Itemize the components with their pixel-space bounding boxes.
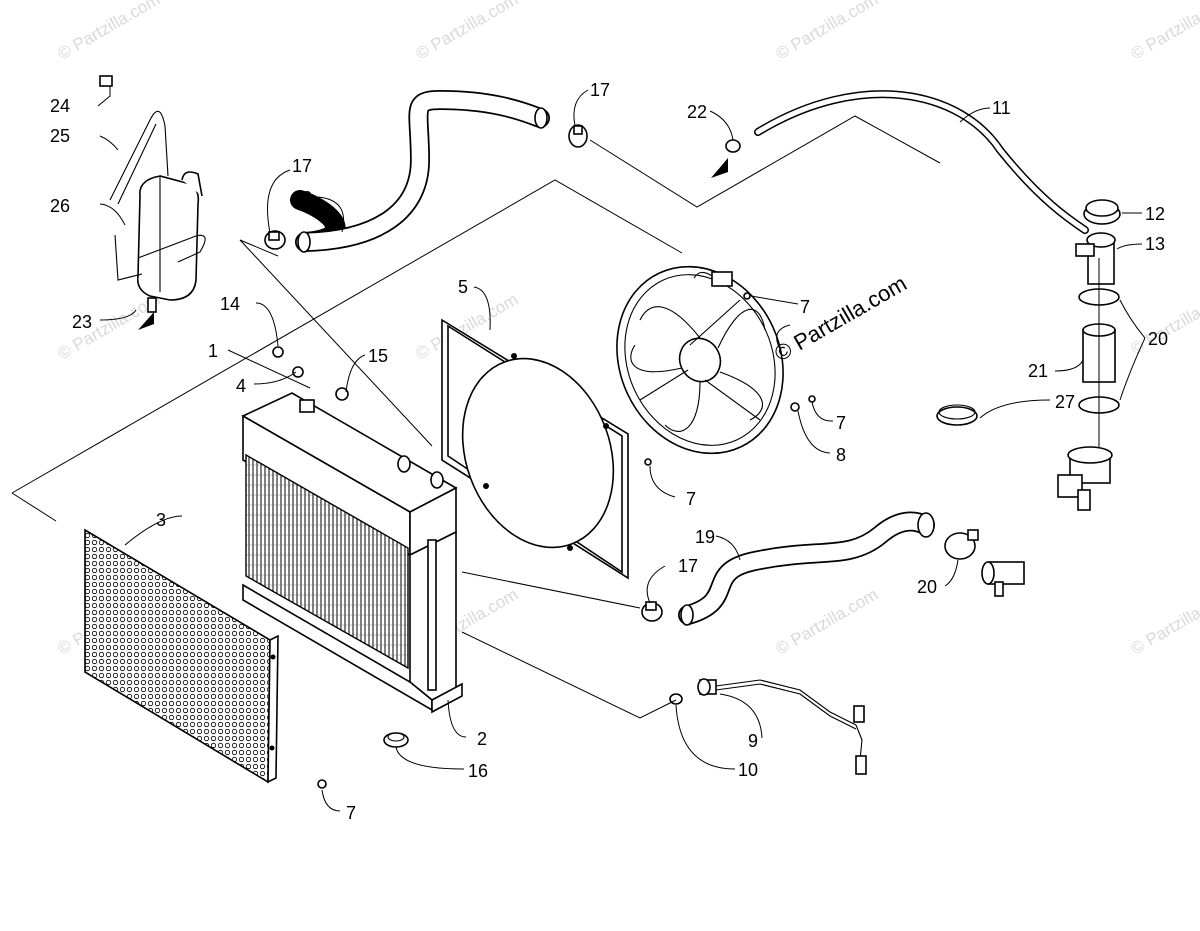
callout-17: 17 bbox=[292, 156, 312, 176]
watermark: © Partzilla.com bbox=[1128, 0, 1200, 63]
callout-27: 27 bbox=[1055, 392, 1075, 412]
radiator-cap bbox=[1083, 199, 1121, 225]
band-clamp bbox=[936, 404, 978, 426]
hose-clamp bbox=[568, 124, 588, 148]
outlet-fitting bbox=[981, 561, 1025, 597]
callout-12: 12 bbox=[1145, 204, 1165, 224]
callout-7: 7 bbox=[800, 297, 810, 317]
assembly-outline bbox=[11, 179, 683, 522]
callout-19: 19 bbox=[695, 527, 715, 547]
callout-22: 22 bbox=[687, 102, 707, 122]
callout-16: 16 bbox=[468, 761, 488, 781]
callout-26: 26 bbox=[50, 196, 70, 216]
coolant-reservoir bbox=[99, 75, 206, 330]
small-clamp bbox=[711, 139, 741, 178]
radiator-screen bbox=[84, 528, 279, 784]
filler-neck bbox=[1075, 232, 1116, 285]
callout-11: 11 bbox=[992, 98, 1011, 118]
watermark: © Partzilla.com bbox=[413, 0, 522, 63]
callout-21: 21 bbox=[1028, 361, 1048, 381]
callout-13: 13 bbox=[1145, 234, 1165, 254]
callout-17: 17 bbox=[678, 556, 698, 576]
callout-7: 7 bbox=[346, 803, 356, 823]
callout-14: 14 bbox=[220, 294, 240, 314]
radiator bbox=[241, 392, 463, 714]
overflow-tube bbox=[754, 90, 1089, 234]
temperature-sensor bbox=[669, 678, 867, 775]
callout-3: 3 bbox=[156, 510, 166, 530]
upper-hose bbox=[290, 90, 550, 253]
callouts: 1 2 3 4 5 7 7 7 7 8 9 10 11 12 13 14 15 … bbox=[50, 80, 1168, 823]
callout-4: 4 bbox=[236, 376, 246, 396]
watermark: © Partzilla.com bbox=[773, 0, 882, 63]
callout-9: 9 bbox=[748, 731, 758, 751]
callout-2: 2 bbox=[477, 729, 487, 749]
hose-clamp bbox=[944, 529, 979, 560]
grommet bbox=[383, 732, 409, 748]
callout-20: 20 bbox=[917, 577, 937, 597]
callout-10: 10 bbox=[738, 760, 758, 780]
callout-18: 18 bbox=[292, 188, 312, 208]
callout-23: 23 bbox=[72, 312, 92, 332]
center-watermark: © Partzilla.com bbox=[770, 271, 911, 367]
callout-17: 17 bbox=[590, 80, 610, 100]
fan-shroud bbox=[441, 318, 629, 580]
callout-8: 8 bbox=[836, 445, 846, 465]
callout-7: 7 bbox=[686, 489, 696, 509]
callout-20: 20 bbox=[1148, 329, 1168, 349]
fasteners bbox=[272, 292, 816, 789]
cooling-fan bbox=[616, 265, 784, 455]
hose-clamp bbox=[264, 230, 286, 250]
callout-24: 24 bbox=[50, 96, 70, 116]
callout-5: 5 bbox=[458, 277, 468, 297]
callout-1: 1 bbox=[208, 341, 218, 361]
leader-lines bbox=[97, 86, 1146, 812]
callout-15: 15 bbox=[368, 346, 388, 366]
callout-7: 7 bbox=[836, 413, 846, 433]
hose-clamp bbox=[641, 601, 663, 622]
watermark: © Partzilla.com bbox=[55, 0, 164, 63]
callout-25: 25 bbox=[50, 126, 70, 146]
watermark: © Partzilla.com bbox=[1128, 585, 1200, 659]
lower-hose bbox=[678, 511, 935, 626]
thermostat-housing bbox=[1057, 446, 1113, 511]
watermark: © Partzilla.com bbox=[773, 585, 882, 659]
